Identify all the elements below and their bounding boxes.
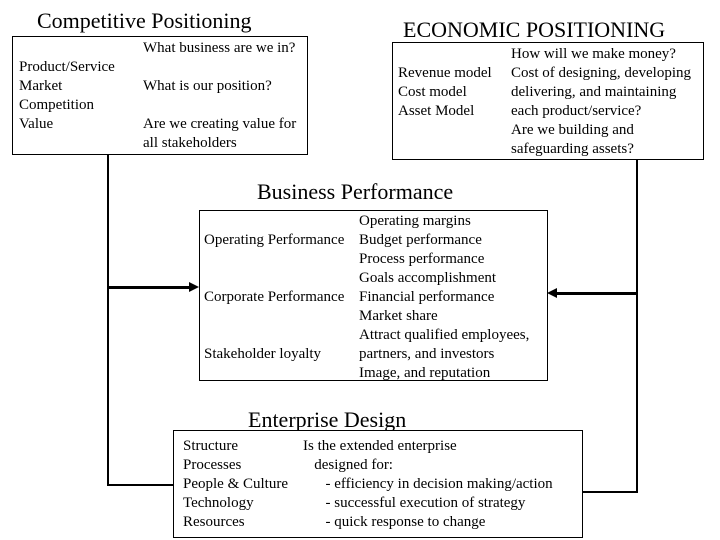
economic-positioning-box: Revenue model Cost model Asset Model How… — [392, 42, 704, 160]
business-performance-title: Business Performance — [257, 179, 454, 204]
competitive-to-performance-arrow-shaft — [107, 286, 191, 289]
economic-questions-list: How will we make money? Cost of designin… — [511, 46, 691, 157]
competitive-positioning-box: Product/Service Market Competition Value… — [12, 36, 308, 155]
enterprise-questions-list: Is the extended enterprise designed for:… — [303, 438, 553, 530]
competitive-topics-list: Product/Service Market Competition Value — [19, 59, 115, 132]
enterprise-topics-list: Structure Processes People & Culture Tec… — [183, 438, 288, 530]
enterprise-design-title: Enterprise Design — [248, 407, 407, 432]
business-performance-box: Operating Performance Corporate Performa… — [199, 210, 548, 381]
economic-positioning-title: ECONOMIC POSITIONING — [403, 17, 666, 42]
economic-topics-list: Revenue model Cost model Asset Model — [398, 65, 492, 119]
competitive-positioning-title: Competitive Positioning — [37, 8, 252, 33]
competitive-questions-list: What business are we in? What is our pos… — [143, 40, 297, 151]
left-pointing-arrowhead-icon — [547, 288, 557, 298]
right-pointing-arrowhead-icon — [189, 282, 199, 292]
economic-to-enterprise-vertical-line — [636, 160, 638, 493]
competitive-to-enterprise-vertical-line — [107, 155, 109, 486]
competitive-to-enterprise-horizontal-line — [107, 484, 174, 486]
economic-to-performance-arrow-shaft — [556, 292, 637, 295]
performance-topics-list: Operating Performance Corporate Performa… — [204, 232, 345, 362]
economic-to-enterprise-horizontal-line — [582, 491, 637, 493]
performance-metrics-list: Operating margins Budget performance Pro… — [359, 213, 530, 381]
enterprise-design-box: Structure Processes People & Culture Tec… — [173, 430, 583, 538]
